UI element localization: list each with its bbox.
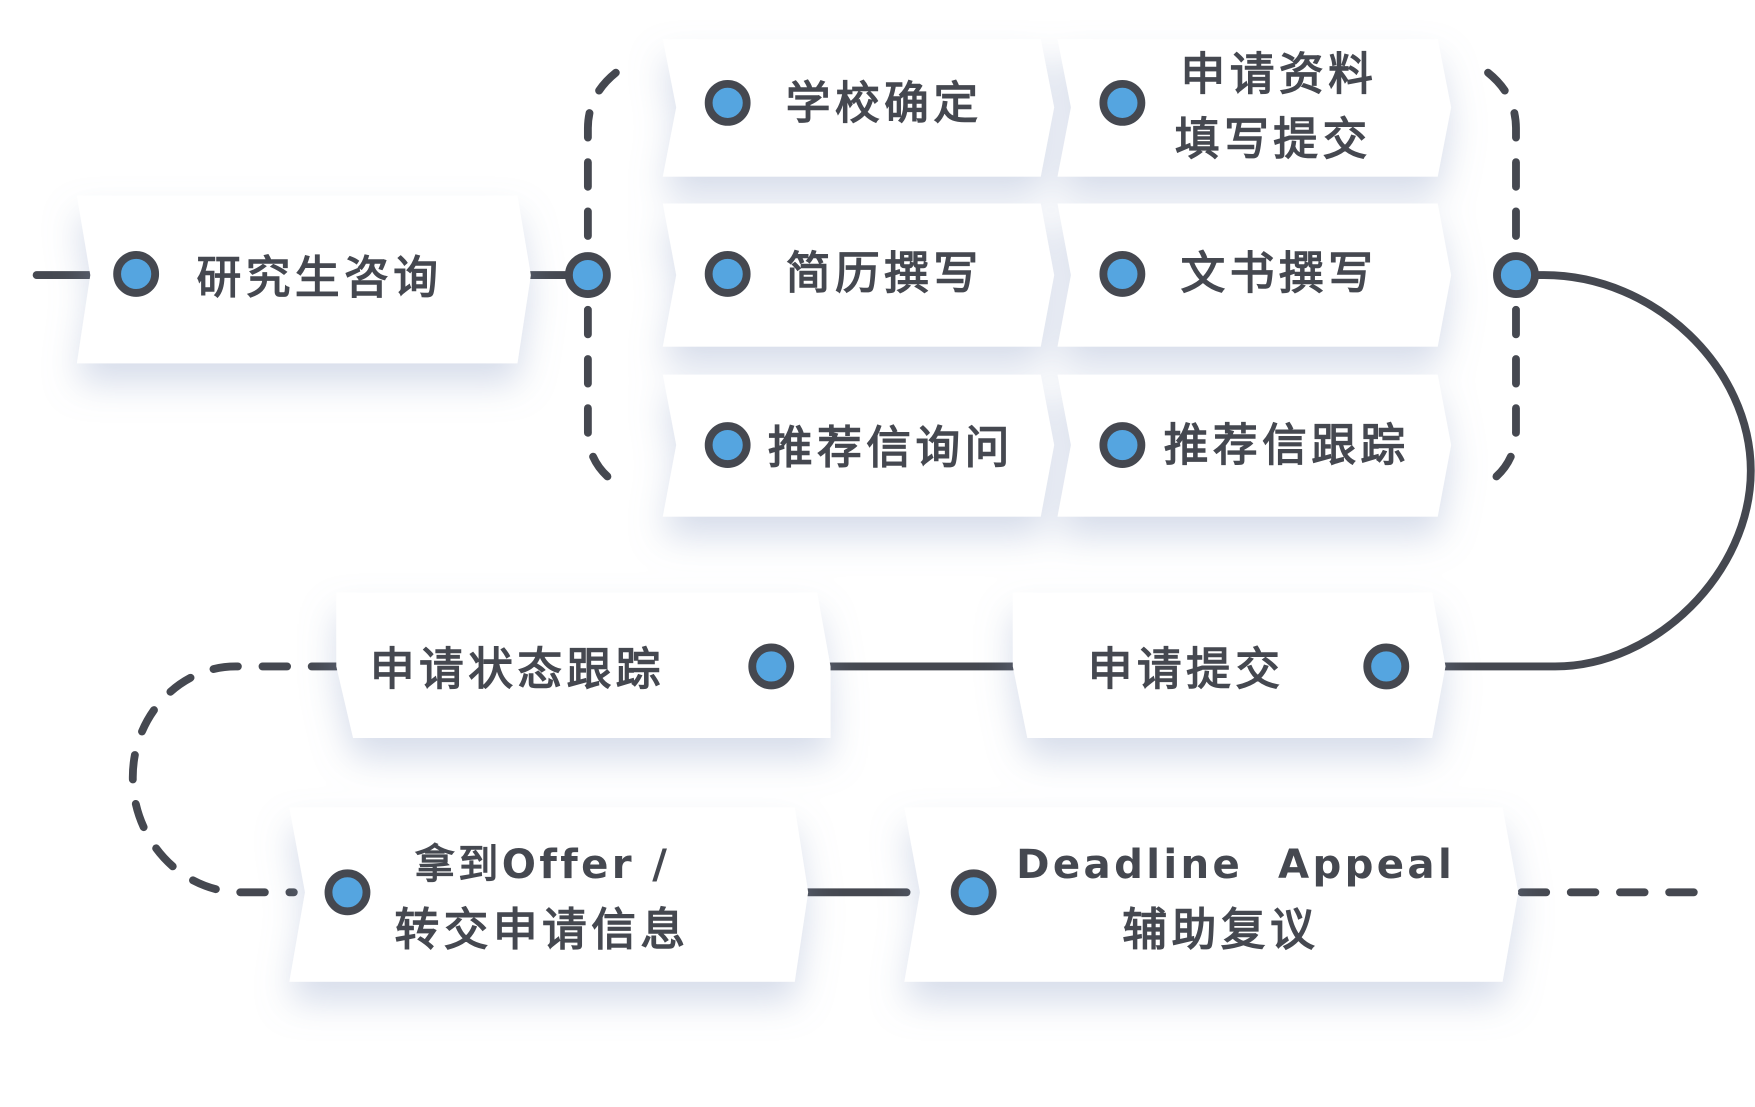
step-offer-line1: 拿到Offer / [415,842,671,888]
step-offer-line2: 转交申请信息 [394,903,689,956]
node-dot [1099,79,1146,126]
step-school: 学校确定 [786,77,983,130]
card-submit [1012,592,1446,738]
step-materials-line2: 填写提交 [1175,112,1372,165]
node-dot [113,251,160,297]
card-resume [662,203,1055,347]
step-essay: 文书撰写 [1181,246,1378,299]
node-dot [704,251,751,297]
nodes [113,79,1539,916]
step-consult: 研究生咨询 [197,251,443,304]
node-dot [324,869,371,916]
node-dot [1363,643,1410,690]
branch-node-left [564,252,611,298]
node-dot [704,422,751,468]
curve-to-submit [1430,271,1755,671]
step-rec-ask: 推荐信询问 [768,421,1014,474]
step-submit: 申请提交 [1088,642,1285,695]
card-consult [76,195,531,364]
node-dot [1099,251,1146,297]
node-dot [704,79,751,126]
curve-to-offer [128,662,341,897]
step-materials-line1: 申请资料 [1181,47,1378,100]
branch-node-right [1493,252,1539,298]
step-appeal-line1: Deadline Appeal [1016,842,1455,888]
card-status [336,592,831,738]
step-resume: 简历撰写 [786,246,983,299]
cards [76,39,1519,982]
node-dot [748,643,795,690]
card-school [662,39,1055,177]
card-materials [1057,39,1452,177]
node-dot [1099,422,1146,468]
step-appeal-line2: 辅助复议 [1122,903,1319,956]
node-dot [950,869,997,916]
step-status: 申请状态跟踪 [370,642,665,695]
card-essay [1057,203,1452,347]
card-rec-ask [662,374,1055,517]
card-appeal [904,807,1519,982]
labels: 研究生咨询 学校确定 申请资料 填写提交 简历撰写 文书撰写 推荐信询问 推荐信… [197,47,1455,956]
card-rec-track [1057,374,1452,517]
step-rec-track: 推荐信跟踪 [1164,419,1410,472]
card-offer [289,807,809,982]
